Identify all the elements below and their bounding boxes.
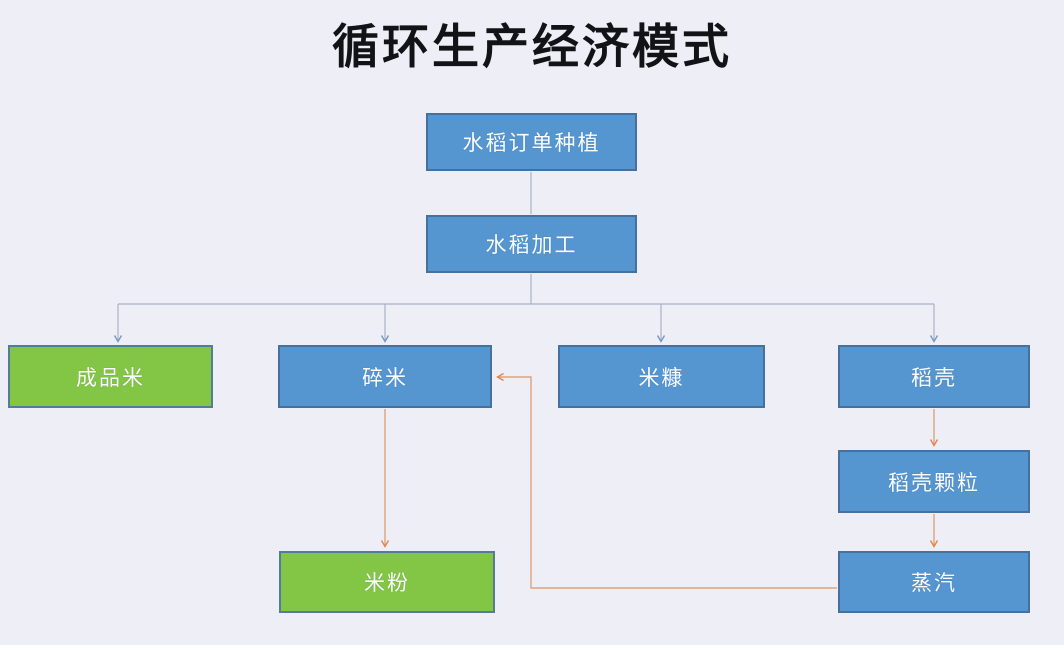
- node-broken-rice: 碎米: [278, 345, 492, 408]
- node-rice-bran: 米糠: [558, 345, 765, 408]
- node-rice-husk: 稻壳: [838, 345, 1030, 408]
- node-label-rice-order-planting: 水稻订单种植: [462, 132, 601, 155]
- node-label-steam: 蒸汽: [911, 572, 957, 595]
- edge-steam-to-broken-rice: [496, 372, 837, 589]
- node-label-broken-rice: 碎米: [362, 366, 408, 390]
- node-label-finished-rice: 成品米: [76, 366, 145, 390]
- node-rice-order-planting: 水稻订单种植: [426, 113, 637, 171]
- diagram-title: 循环生产经济模式: [332, 20, 732, 73]
- node-rice-processing: 水稻加工: [426, 215, 637, 273]
- node-rice-noodles: 米粉: [279, 551, 495, 613]
- node-husk-pellets: 稻壳颗粒: [838, 450, 1030, 513]
- node-label-rice-processing: 水稻加工: [485, 234, 578, 257]
- node-label-rice-bran: 米糠: [638, 366, 685, 390]
- node-finished-rice: 成品米: [8, 345, 213, 408]
- node-steam: 蒸汽: [838, 551, 1030, 613]
- node-label-rice-husk: 稻壳: [911, 366, 957, 390]
- node-label-husk-pellets: 稻壳颗粒: [888, 471, 980, 495]
- node-label-rice-noodles: 米粉: [364, 572, 410, 595]
